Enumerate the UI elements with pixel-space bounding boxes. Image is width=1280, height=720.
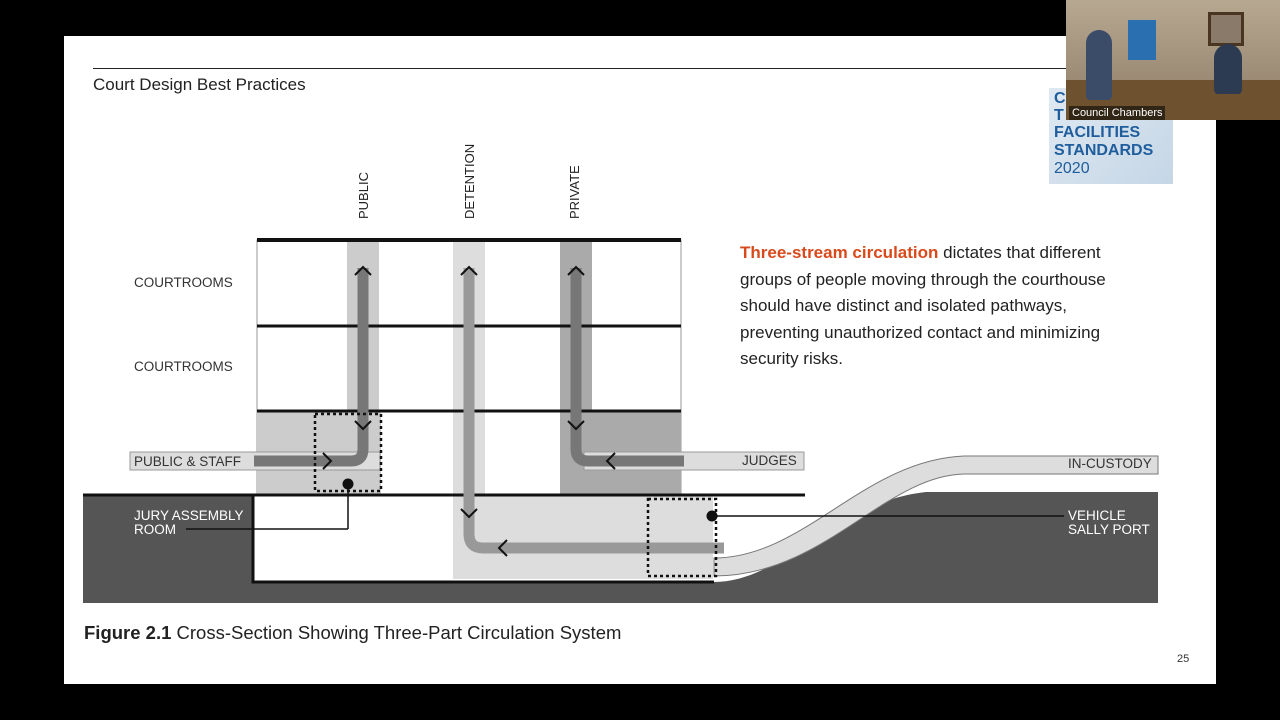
chevron-right-icon bbox=[322, 452, 333, 470]
slide-title: Court Design Best Practices bbox=[93, 75, 306, 94]
private-flow-path bbox=[570, 268, 684, 467]
header-rule bbox=[93, 68, 1103, 69]
label-sally-port: SALLY PORT bbox=[1068, 522, 1150, 537]
chevron-left-icon bbox=[497, 539, 508, 557]
chevron-up-icon bbox=[354, 265, 372, 276]
label-jury-assembly: JURY ASSEMBLY bbox=[134, 508, 244, 523]
label-vehicle: VEHICLE bbox=[1068, 508, 1126, 523]
column-label-private: PRIVATE bbox=[567, 165, 582, 219]
chevron-down-icon bbox=[460, 508, 478, 519]
jury-marker-dot bbox=[342, 478, 354, 490]
logo-text-3: FACILITIES bbox=[1054, 124, 1141, 141]
chevron-left-icon bbox=[605, 452, 616, 470]
detention-basement-area bbox=[453, 496, 713, 579]
circulation-cross-section-diagram: PUBLIC DETENTION PRIVATE COURTROOMS COUR… bbox=[83, 144, 1159, 603]
participant-video-tile[interactable]: Council Chambers bbox=[1066, 0, 1280, 120]
logo-text-1: C bbox=[1054, 90, 1066, 107]
ground-mass bbox=[83, 492, 1158, 603]
participant-name-label: Council Chambers bbox=[1069, 106, 1166, 120]
video-wall-frame bbox=[1208, 12, 1244, 46]
column-label-detention: DETENTION bbox=[462, 144, 477, 219]
label-courtrooms-upper: COURTROOMS bbox=[134, 275, 233, 290]
video-monitor bbox=[1128, 20, 1156, 60]
chevron-up-icon bbox=[460, 265, 478, 276]
presentation-slide: Court Design Best Practices bbox=[64, 36, 1216, 684]
label-judges: JUDGES bbox=[742, 453, 797, 468]
logo-text-2: T bbox=[1054, 107, 1064, 124]
public-flow-path bbox=[254, 268, 369, 467]
figure-caption-text: Cross-Section Showing Three-Part Circula… bbox=[171, 622, 622, 643]
page-number: 25 bbox=[1177, 653, 1190, 665]
description-paragraph: Three-stream circulation dictates that d… bbox=[740, 240, 1140, 373]
figure-caption: Figure 2.1 Cross-Section Showing Three-P… bbox=[84, 622, 621, 644]
video-person-right bbox=[1214, 44, 1242, 94]
in-custody-ramp bbox=[713, 455, 1159, 577]
column-label-public: PUBLIC bbox=[356, 172, 371, 219]
description-body: dictates that different groups of people… bbox=[740, 243, 1106, 368]
label-courtrooms-lower: COURTROOMS bbox=[134, 359, 233, 374]
vehicle-marker-dot bbox=[706, 510, 718, 522]
figure-caption-label: Figure 2.1 bbox=[84, 622, 172, 643]
label-in-custody: IN-CUSTODY bbox=[1068, 456, 1152, 471]
chevron-down-icon bbox=[354, 420, 372, 431]
chevron-up-icon bbox=[567, 265, 585, 276]
logo-year: 2020 bbox=[1054, 160, 1090, 177]
detention-flow-path bbox=[463, 268, 724, 554]
label-jury-room: ROOM bbox=[134, 522, 176, 537]
basement-wall bbox=[251, 495, 714, 584]
description-highlight: Three-stream circulation bbox=[740, 243, 939, 262]
label-public-staff: PUBLIC & STAFF bbox=[134, 454, 241, 469]
chevron-down-icon bbox=[567, 420, 585, 431]
logo-text-4: STANDARDS bbox=[1054, 142, 1154, 159]
video-person-left bbox=[1086, 30, 1112, 100]
zoom-watermark: zoom bbox=[1098, 645, 1170, 675]
